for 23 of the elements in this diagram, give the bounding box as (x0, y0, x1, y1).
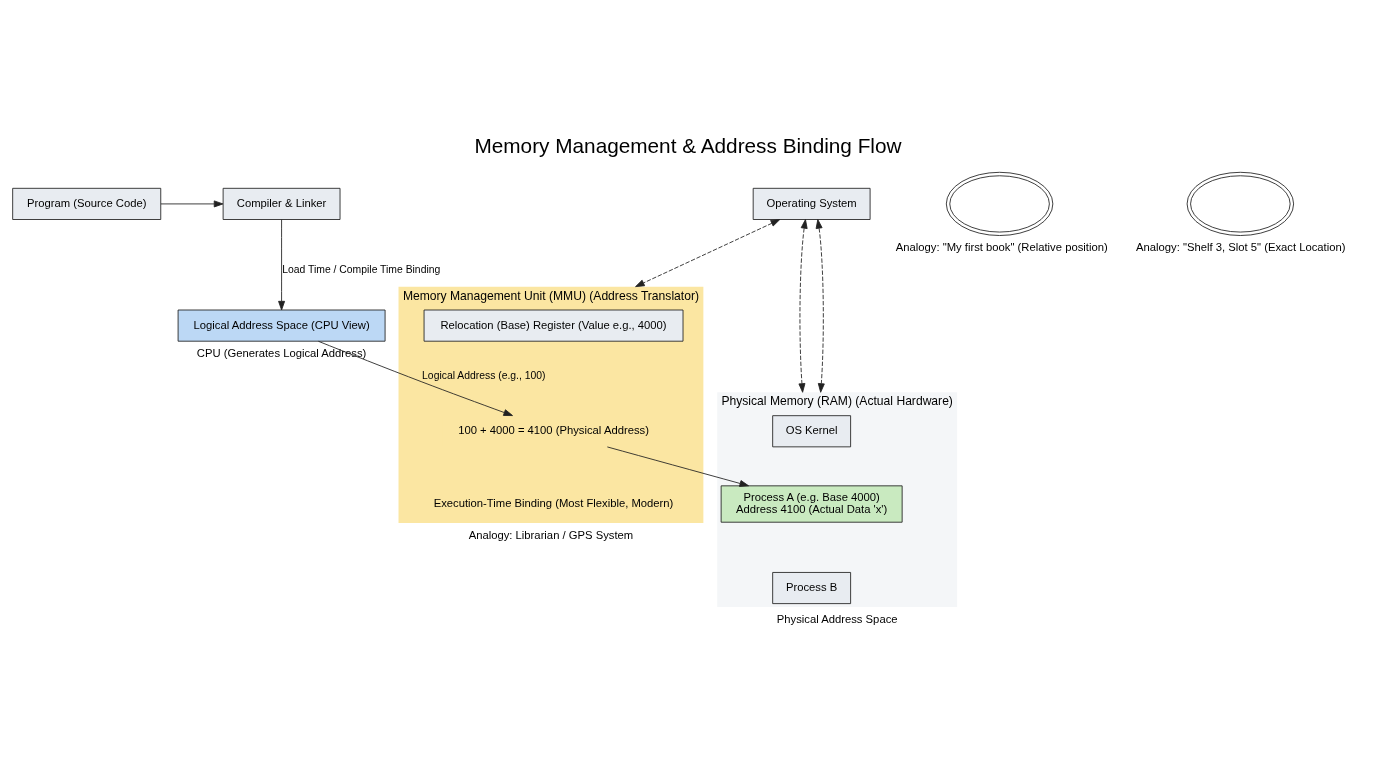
node-box: Process A (e.g. Base 4000) Address 4100 (Actual Data 'x') (720, 484, 903, 523)
node-box: Program (Source Code) (12, 187, 162, 220)
node-label: Analogy: "My first book" (Relative position) (895, 240, 1108, 253)
node-box: OS Kernel (772, 414, 852, 447)
node-label: Analogy: Librarian / GPS System (468, 528, 634, 541)
node-box: Process B (772, 571, 852, 604)
node-box: Relocation (Base) Register (Value e.g., 4000) (423, 309, 684, 342)
arrow (606, 446, 749, 487)
arrow (815, 218, 825, 393)
arrow (318, 340, 513, 416)
arrow (635, 218, 781, 287)
edge-label: Load Time / Compile Time Binding (282, 263, 441, 275)
node-box: Logical Address Space (CPU View) (177, 309, 386, 342)
node-text: 100 + 4000 = 4100 (Physical Address) (458, 423, 649, 436)
arrow (278, 218, 286, 310)
node-box: Operating System (752, 187, 871, 220)
diagram-title: Memory Management & Address Binding Flow (474, 133, 902, 157)
node-box: Compiler & Linker (222, 187, 341, 220)
edge-label: Logical Address (e.g., 100) (422, 369, 546, 381)
arrow (798, 218, 808, 393)
node-label: Physical Address Space (776, 612, 898, 625)
node-label: Analogy: "Shelf 3, Slot 5" (Exact Location) (1136, 240, 1346, 253)
arrow (160, 199, 224, 207)
